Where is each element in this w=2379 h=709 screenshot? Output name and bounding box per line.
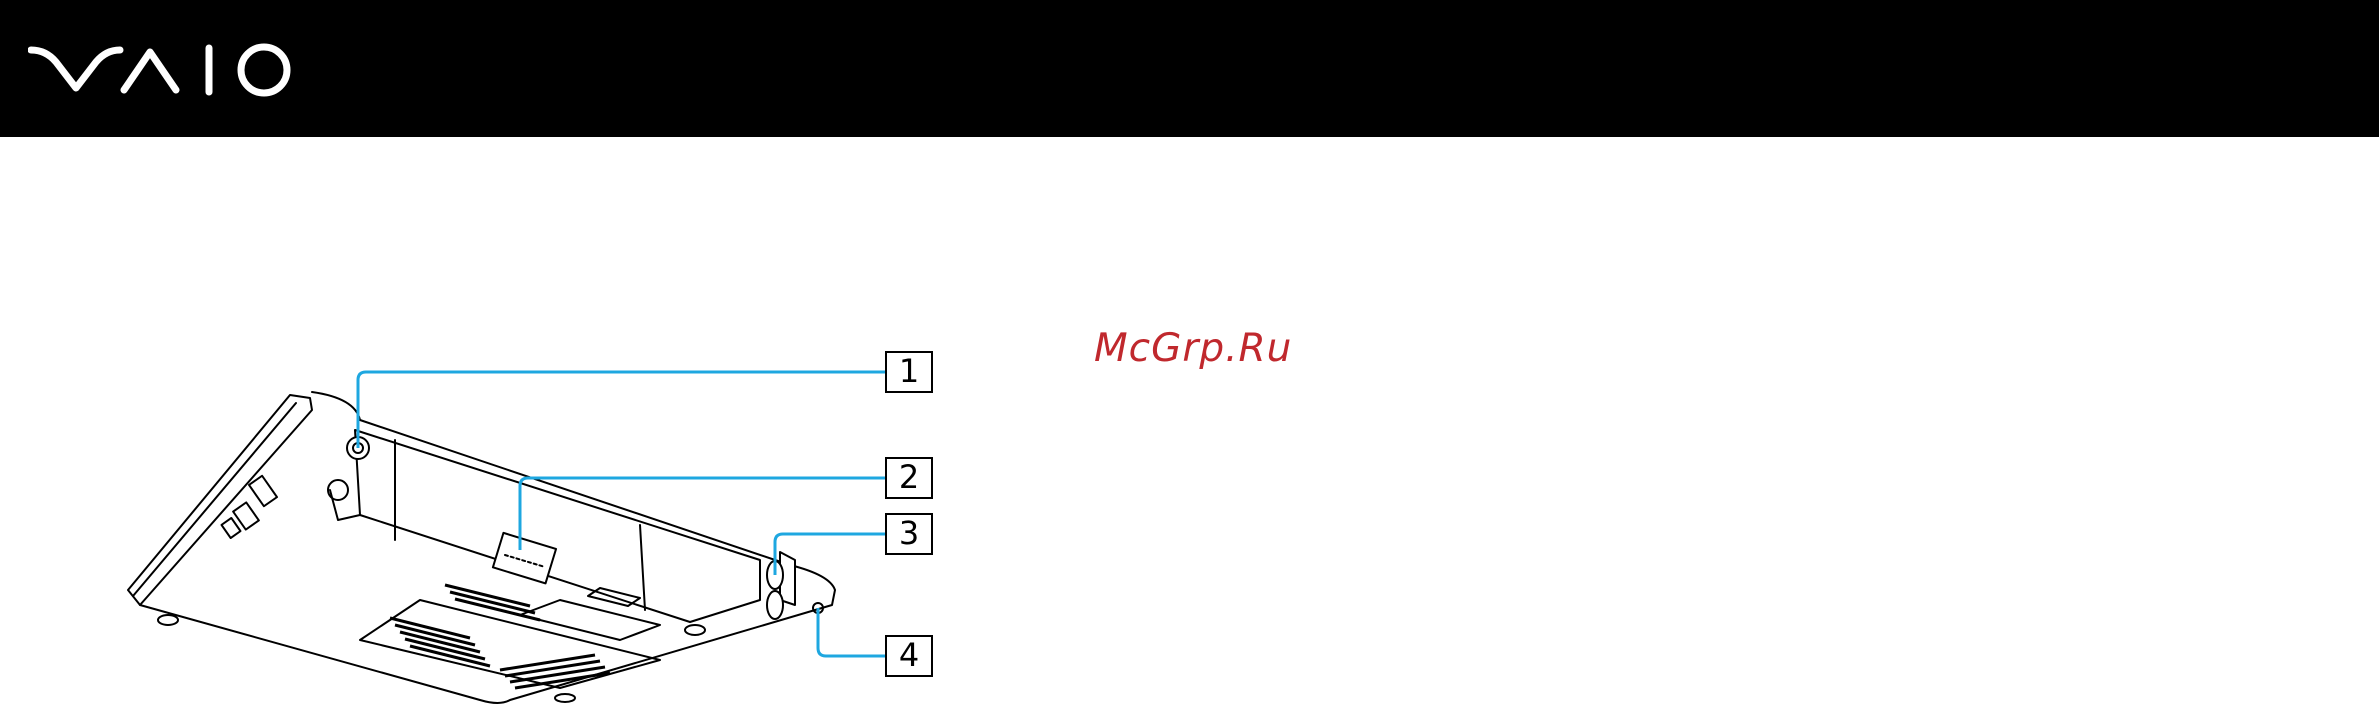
leader-4 <box>818 608 886 656</box>
laptop-rear-illustration: 1 2 3 4 <box>0 137 1000 709</box>
vaio-logo <box>28 36 298 102</box>
callout-box-2: 2 <box>886 458 932 498</box>
callout-label: 4 <box>899 636 919 674</box>
callout-label: 2 <box>899 458 919 496</box>
callout-label: 3 <box>899 514 919 552</box>
header-bar <box>0 0 2379 137</box>
callout-label: 1 <box>899 352 919 390</box>
callout-box-1: 1 <box>886 352 932 392</box>
callout-box-4: 4 <box>886 636 932 676</box>
watermark-text: McGrp.Ru <box>1094 326 1292 371</box>
leader-1 <box>358 372 886 448</box>
callout-box-3: 3 <box>886 514 932 554</box>
